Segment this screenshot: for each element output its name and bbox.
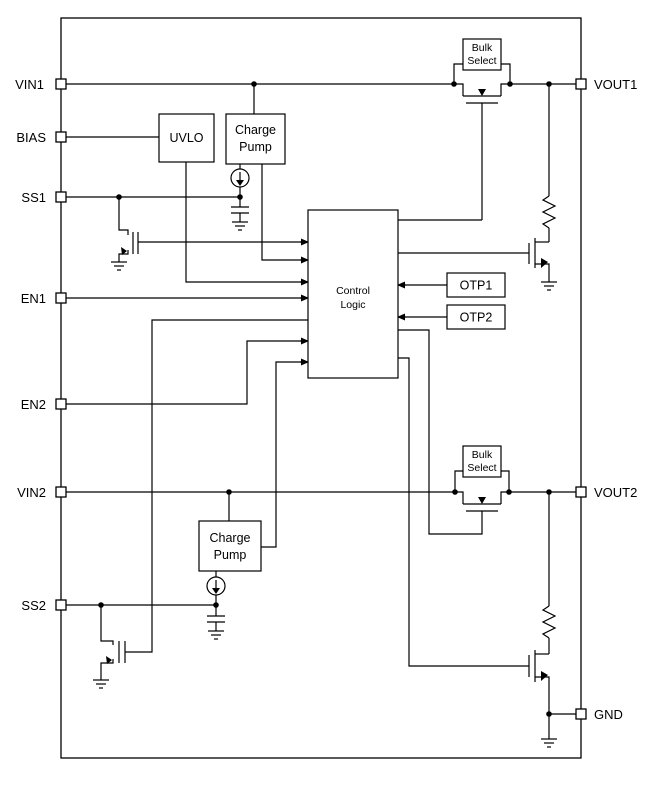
chip-outline <box>60 17 582 759</box>
pin-en2: EN2 <box>21 397 67 412</box>
otp2-block: OTP2 <box>446 304 506 330</box>
control-logic-line-1: Control <box>336 285 370 297</box>
pin-en2-label: EN2 <box>21 397 46 412</box>
current-source-1 <box>230 168 250 188</box>
bulk-select-1-line-1: Bulk <box>472 42 493 54</box>
charge-pump-1-line-2: Pump <box>239 140 272 154</box>
otp2-label: OTP2 <box>460 311 493 325</box>
otp1-label: OTP1 <box>460 279 493 293</box>
pin-en1-label: EN1 <box>21 291 46 306</box>
bulk-select-2-line-2: Select <box>467 462 496 474</box>
pin-en1: EN1 <box>21 291 67 306</box>
pin-bias-label: BIAS <box>16 130 46 145</box>
control-logic-line-2: Logic <box>340 299 365 311</box>
pin-ss1: SS1 <box>21 190 67 205</box>
signal-arrows <box>106 89 548 681</box>
junction-dots <box>98 81 552 717</box>
pin-vin2-label: VIN2 <box>17 485 46 500</box>
bulk-select-1-line-2: Select <box>467 55 496 67</box>
pin-vin2: VIN2 <box>17 485 67 500</box>
charge-pump-1-line-1: Charge <box>235 123 276 137</box>
pin-vout2-label: VOUT2 <box>594 485 637 500</box>
otp1-block: OTP1 <box>446 272 506 298</box>
pin-ss2-label: SS2 <box>21 598 46 613</box>
pin-bias: BIAS <box>16 130 67 145</box>
charge-pump-1-block: Charge Pump <box>225 113 286 165</box>
bulk-select-2-line-1: Bulk <box>472 449 493 461</box>
pin-ss1-label: SS1 <box>21 190 46 205</box>
pin-ss2: SS2 <box>21 598 67 613</box>
bulk-select-1-block: Bulk Select <box>462 38 502 71</box>
pin-vout1: VOUT1 <box>575 77 637 92</box>
pin-vin1: VIN1 <box>15 77 67 92</box>
control-logic-block: Control Logic <box>307 209 399 379</box>
charge-pump-2-block: Charge Pump <box>198 520 262 572</box>
bulk-select-2-block: Bulk Select <box>462 445 502 478</box>
uvlo-block: UVLO <box>158 113 215 163</box>
wires <box>66 63 576 748</box>
pin-vin1-label: VIN1 <box>15 77 44 92</box>
pin-gnd: GND <box>575 707 623 722</box>
current-source-2 <box>206 576 226 596</box>
charge-pump-2-line-2: Pump <box>214 548 247 562</box>
pin-gnd-label: GND <box>594 707 623 722</box>
pin-vout2: VOUT2 <box>575 485 637 500</box>
uvlo-label: UVLO <box>169 131 203 145</box>
pin-vout1-label: VOUT1 <box>594 77 637 92</box>
charge-pump-2-line-1: Charge <box>210 531 251 545</box>
